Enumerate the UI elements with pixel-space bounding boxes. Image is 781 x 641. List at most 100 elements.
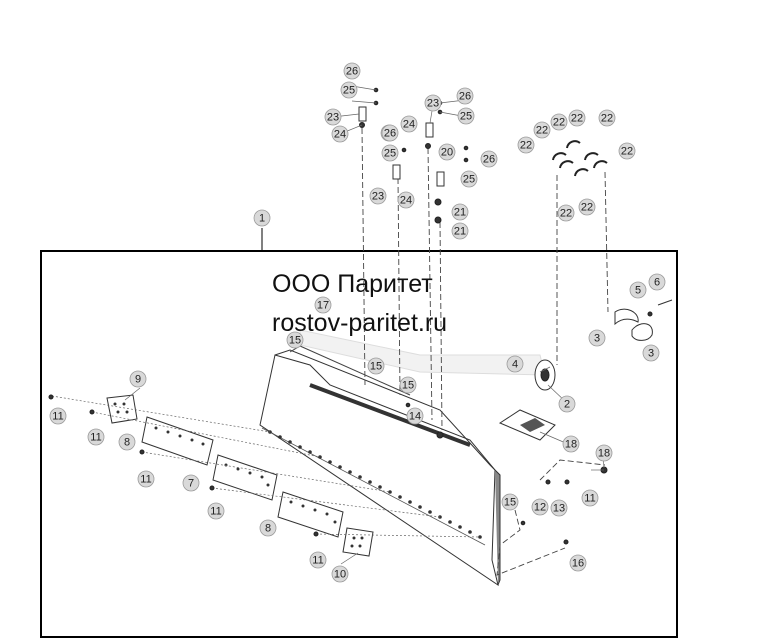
- callout-label: 23: [372, 191, 384, 203]
- callout-label: 15: [504, 497, 516, 509]
- callout-label: 11: [52, 411, 63, 423]
- callout-label: 21: [454, 207, 466, 219]
- callout-25: 25: [460, 170, 478, 188]
- callout-label: 15: [289, 335, 301, 347]
- end-bit-9: [106, 394, 138, 424]
- callout-label: 15: [402, 380, 414, 392]
- callout-5: 5: [629, 281, 647, 299]
- callout-23: 23: [324, 108, 342, 126]
- callout-label: 18: [598, 448, 610, 460]
- callout-label: 22: [571, 113, 583, 125]
- callout-label: 1: [259, 213, 265, 225]
- callout-26: 26: [343, 62, 361, 80]
- callout-label: 17: [317, 300, 329, 312]
- cutting-edge-7: [212, 454, 278, 501]
- callout-label: 11: [312, 555, 323, 567]
- callout-label: 7: [188, 478, 194, 490]
- dashed-leaders: [361, 127, 609, 576]
- callout-label: 8: [124, 437, 130, 449]
- callout-label: 23: [427, 98, 439, 110]
- callout-22: 22: [578, 198, 596, 216]
- callout-label: 2: [564, 399, 570, 411]
- callout-11: 11: [137, 470, 155, 488]
- callout-2: 2: [558, 395, 576, 413]
- plate: [498, 409, 556, 441]
- callout-label: 3: [594, 333, 600, 345]
- callout-label: 22: [536, 125, 548, 137]
- callout-label: 24: [400, 195, 412, 207]
- callout-22: 22: [618, 142, 636, 160]
- blade-holes: [268, 430, 482, 539]
- callout-24: 24: [331, 125, 349, 143]
- callout-22: 22: [598, 109, 616, 127]
- callout-label: 6: [654, 277, 660, 289]
- callout-label: 9: [135, 374, 141, 386]
- callout-label: 20: [441, 147, 453, 159]
- callout-label: 11: [584, 493, 595, 505]
- callout-20: 20: [438, 143, 456, 161]
- callout-21: 21: [451, 222, 469, 240]
- callout-4: 4: [506, 355, 524, 373]
- callout-25: 25: [340, 81, 358, 99]
- callout-11: 11: [207, 502, 225, 520]
- callout-label: 25: [460, 111, 472, 123]
- callout-label: 16: [572, 558, 584, 570]
- edge-holes: [113, 402, 364, 548]
- callout-label: 11: [140, 474, 151, 486]
- callout-label: 5: [635, 285, 641, 297]
- callout-label: 22: [581, 202, 593, 214]
- bearing-halves: [614, 299, 673, 341]
- callout-26: 26: [456, 87, 474, 105]
- watermark-website: rostov-paritet.ru: [272, 309, 448, 337]
- callout-label: 24: [334, 129, 346, 141]
- callout-12: 12: [531, 498, 549, 516]
- callout-26: 26: [480, 150, 498, 168]
- callout-label: 26: [346, 66, 358, 78]
- callout-3: 3: [588, 329, 606, 347]
- callout-15: 15: [501, 493, 519, 511]
- callout-label: 25: [463, 174, 475, 186]
- callout-16: 16: [569, 554, 587, 572]
- callout-label: 11: [90, 432, 101, 444]
- callout-label: 22: [553, 117, 565, 129]
- hub: [534, 359, 556, 391]
- callout-3: 3: [642, 344, 660, 362]
- callout-label: 22: [520, 140, 532, 152]
- end-bit-10: [342, 527, 374, 557]
- callout-label: 24: [403, 119, 415, 131]
- callout-21: 21: [451, 203, 469, 221]
- callout-22: 22: [517, 136, 535, 154]
- callout-24: 24: [397, 191, 415, 209]
- callout-22: 22: [533, 121, 551, 139]
- callout-6: 6: [648, 273, 666, 291]
- callout-15: 15: [286, 331, 304, 349]
- callout-label: 25: [384, 148, 396, 160]
- callout-label: 12: [534, 502, 546, 514]
- callout-label: 22: [601, 113, 613, 125]
- callout-label: 10: [334, 569, 346, 581]
- callout-10: 10: [331, 565, 349, 583]
- callout-11: 11: [49, 407, 67, 425]
- callout-7: 7: [182, 474, 200, 492]
- callout-15: 15: [367, 357, 385, 375]
- callout-18: 18: [562, 435, 580, 453]
- callout-8: 8: [259, 519, 277, 537]
- assembly-frame: [40, 250, 678, 638]
- callout-label: 25: [343, 85, 355, 97]
- callout-9: 9: [129, 370, 147, 388]
- callout-11: 11: [581, 489, 599, 507]
- callout-label: 14: [409, 411, 421, 423]
- callout-25: 25: [457, 107, 475, 125]
- dozer-blade: [259, 345, 501, 587]
- callout-label: 15: [370, 361, 382, 373]
- callout-label: 26: [483, 154, 495, 166]
- callout-24: 24: [400, 115, 418, 133]
- callout-label: 13: [553, 503, 565, 515]
- callout-label: 22: [621, 146, 633, 158]
- callout-label: 4: [512, 359, 518, 371]
- callout-label: 22: [560, 208, 572, 220]
- callout-label: 21: [454, 226, 466, 238]
